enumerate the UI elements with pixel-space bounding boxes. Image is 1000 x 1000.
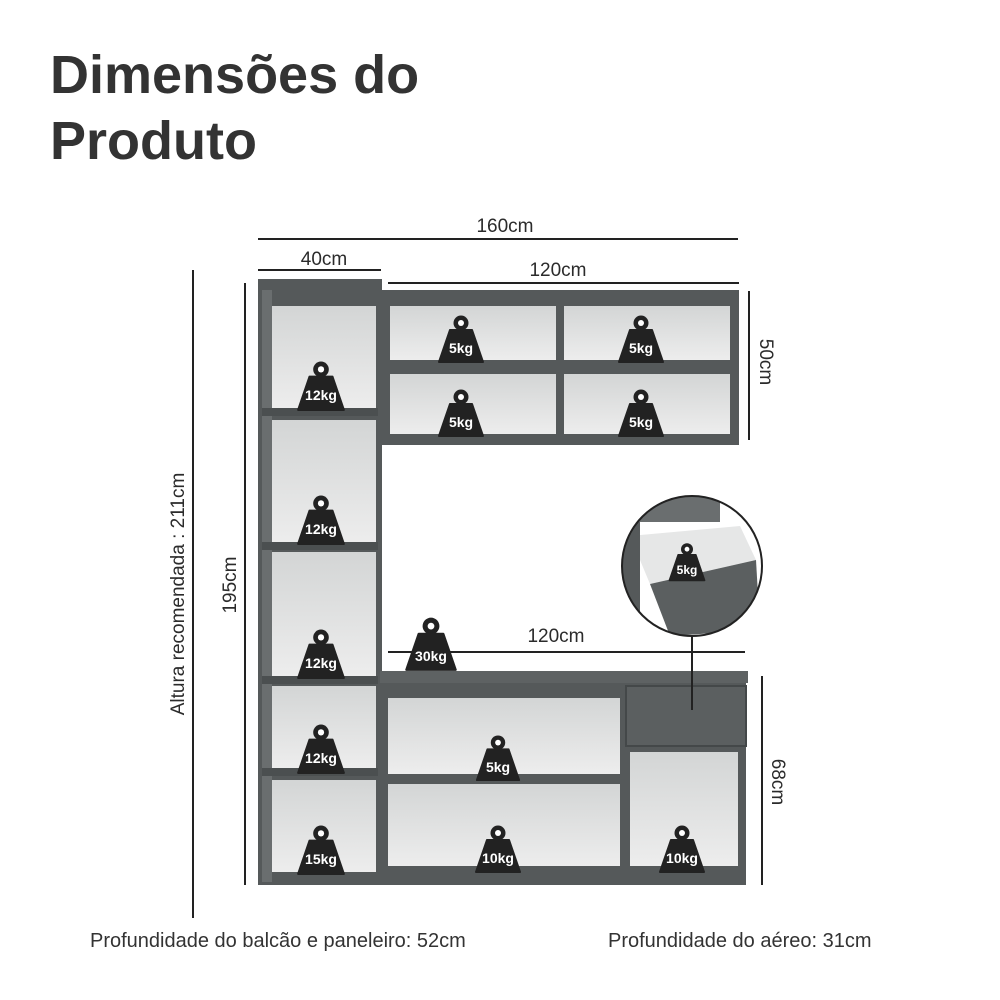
upper-cabinet [382,290,739,445]
label-counter-width: 120cm [527,626,584,647]
counter-drawer [625,685,747,747]
footer-upper-depth: Profundidade do aéreo: 31cm [608,930,872,952]
svg-text:15kg: 15kg [305,851,337,867]
weight-icon-upper-3: 5kg [438,388,484,437]
svg-text:5kg: 5kg [449,414,473,430]
weight-icon-drawer: 5kg [668,542,706,582]
weight-icon-upper-2: 5kg [618,314,664,363]
weight-icon-counter-right: 10kg [658,824,706,874]
weight-icon-tall-2: 12kg [297,494,345,545]
countertop [380,671,748,683]
svg-text:5kg: 5kg [677,563,698,577]
svg-text:12kg: 12kg [305,655,337,671]
tall-shelf-3 [262,676,378,684]
weight-icon-countertop: 30kg [405,616,457,671]
tall-shelf-2 [262,542,378,550]
weight-icon-tall-3: 12kg [297,628,345,679]
footer-counter-depth: Profundidade do balcão e paneleiro: 52cm [90,930,466,952]
label-tall-height: 195cm [220,556,241,613]
title-line-2: Produto [50,111,257,171]
weight-icon-upper-1: 5kg [438,314,484,363]
weight-icon-tall-4: 12kg [297,723,345,774]
svg-text:5kg: 5kg [486,759,510,775]
weight-icon-tall-5: 15kg [297,824,345,875]
label-total-width: 160cm [476,216,533,237]
svg-text:5kg: 5kg [629,340,653,356]
page-title: Dimensões do Produto [50,42,419,174]
dimension-lines [192,238,763,918]
svg-text:10kg: 10kg [482,850,514,866]
weight-badges: 5kg 5kg 5kg 5kg 12kg 12kg 12kg 12kg 15kg… [297,314,706,875]
weight-icon-tall-1: 12kg [297,360,345,411]
weight-icon-upper-4: 5kg [618,388,664,437]
svg-text:12kg: 12kg [305,521,337,537]
svg-text:10kg: 10kg [666,850,698,866]
label-upper-height: 50cm [755,339,776,385]
label-upper-width: 120cm [529,260,586,281]
svg-text:12kg: 12kg [305,387,337,403]
svg-text:5kg: 5kg [629,414,653,430]
weight-icon-counter-shelf: 5kg [475,734,521,782]
svg-text:5kg: 5kg [449,340,473,356]
title-line-1: Dimensões do [50,45,420,105]
svg-text:30kg: 30kg [415,648,447,664]
tall-door-edge [262,290,272,882]
weight-icon-counter-bottom: 10kg [474,824,522,874]
svg-text:12kg: 12kg [305,750,337,766]
label-recommended-height: Altura recomendada : 211cm [168,473,189,716]
label-counter-height: 68cm [767,759,788,805]
tall-shelf-1 [262,408,378,416]
label-tall-width: 40cm [301,249,347,270]
